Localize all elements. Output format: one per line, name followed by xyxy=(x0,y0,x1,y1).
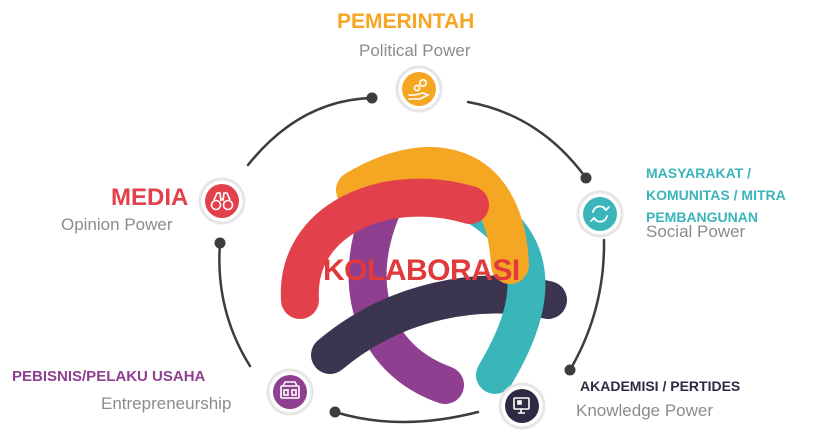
outer-ring xyxy=(218,96,606,424)
ring-arc-top-right xyxy=(466,100,588,180)
ring-arc-left xyxy=(218,241,252,368)
node-pemerintah xyxy=(395,65,443,113)
ring-dots xyxy=(214,92,592,418)
pebisnis-title: PEBISNIS/PELAKU USAHA xyxy=(12,368,206,385)
band-red xyxy=(280,178,489,319)
ring-dot xyxy=(366,92,378,104)
media-title: MEDIA xyxy=(111,184,189,211)
ring-dot xyxy=(214,237,226,249)
node-masyarakat xyxy=(576,190,624,238)
hand-coins-icon xyxy=(408,79,430,100)
refresh-cycle-icon xyxy=(590,205,610,223)
ring-dot xyxy=(329,406,341,418)
collaboration-knot xyxy=(280,147,567,404)
band-orange xyxy=(336,147,529,284)
presentation-board-icon xyxy=(513,397,530,414)
ring-dot xyxy=(564,364,576,376)
shop-icon xyxy=(280,381,300,399)
akademisi-title: AKADEMISI / PERTIDES xyxy=(580,378,741,394)
akademisi-subtitle: Knowledge Power xyxy=(576,401,714,420)
ring-arc-right xyxy=(568,238,606,372)
node-pebisnis xyxy=(266,368,314,416)
node-akademisi xyxy=(498,382,546,430)
masyarakat-subtitle: Social Power xyxy=(646,222,746,241)
masyarakat-title: MASYARAKAT / KOMUNITAS / MITRA PEMBANGUN… xyxy=(646,165,786,225)
pemerintah-title: PEMERINTAH xyxy=(337,10,475,33)
pemerintah-subtitle: Political Power xyxy=(359,41,471,60)
ring-dot xyxy=(580,172,592,184)
center-label: KOLABORASI xyxy=(323,254,520,287)
node-media xyxy=(198,177,246,225)
ring-arc-bottom xyxy=(333,410,480,424)
ring-arc-top-left xyxy=(246,96,374,167)
media-subtitle: Opinion Power xyxy=(61,215,173,234)
binoculars-icon xyxy=(210,192,234,211)
pebisnis-subtitle: Entrepreneurship xyxy=(101,394,232,413)
